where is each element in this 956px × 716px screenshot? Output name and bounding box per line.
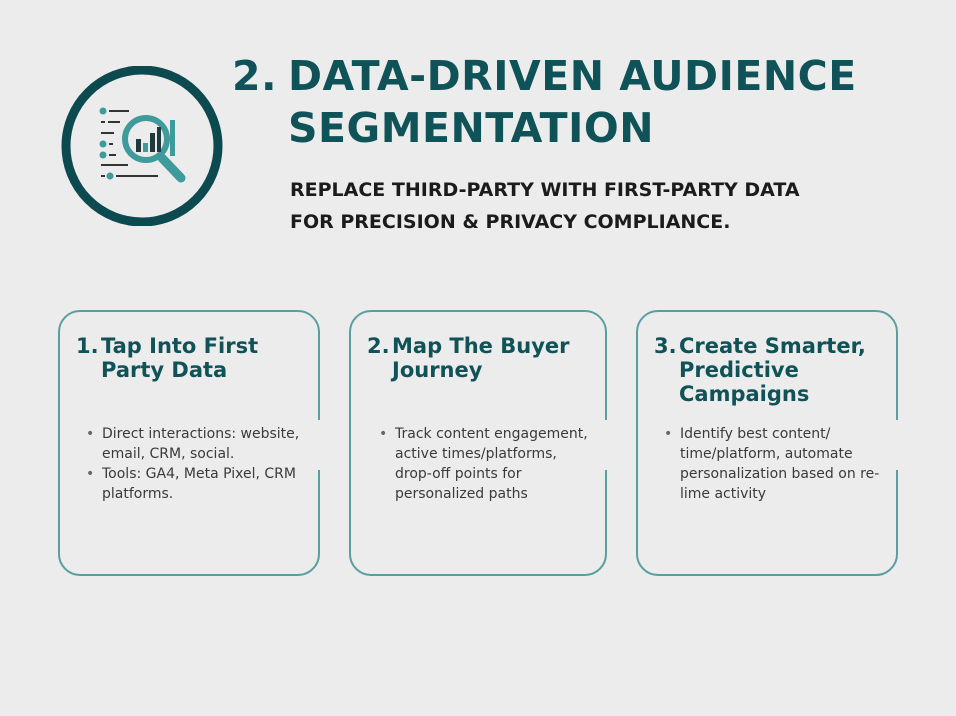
card-first-party-data: 1.Tap Into First Party Data Direct inter… — [58, 310, 321, 576]
bullet-item: Tools: GA4, Meta Pixel, CRM platforms. — [86, 464, 310, 504]
subtitle-line-1: REPLACE THIRD-PARTY WITH FIRST-PARTY DAT… — [290, 179, 800, 201]
card-predictive-campaigns: 3.Create Smarter, Predictive Campaigns I… — [636, 310, 899, 576]
card-title-text: Map The Buyer Journey — [392, 334, 570, 382]
bullet-item: Identify best content/ time/platform, au… — [664, 424, 888, 504]
subtitle-line-2: FOR PRECISION & PRIVACY COMPLIANCE. — [290, 211, 731, 233]
card-title: 1.Tap Into First Party Data — [76, 334, 308, 382]
card-number: 2. — [367, 334, 390, 358]
section-number: 2. — [232, 52, 278, 100]
title-line-1: DATA-DRIVEN AUDIENCE — [288, 52, 857, 100]
bullet-item: Direct interactions: website, email, CRM… — [86, 424, 310, 464]
bullet-item: Track content engagement, active times/p… — [379, 424, 597, 504]
card-buyer-journey: 2.Map The Buyer Journey Track content en… — [349, 310, 608, 576]
card-title-text: Tap Into First Party Data — [101, 334, 259, 382]
page-title: 2.DATA-DRIVEN AUDIENCE SEGMENTATION — [232, 50, 857, 154]
subtitle: REPLACE THIRD-PARTY WITH FIRST-PARTY DAT… — [290, 174, 800, 238]
card-title: 2.Map The Buyer Journey — [367, 334, 595, 382]
card-title-text: Create Smarter, Predictive Campaigns — [679, 334, 866, 406]
card-number: 3. — [654, 334, 677, 358]
analytics-magnifier-icon — [58, 65, 226, 227]
title-line-2: SEGMENTATION — [288, 104, 655, 152]
card-title: 3.Create Smarter, Predictive Campaigns — [654, 334, 886, 406]
card-number: 1. — [76, 334, 99, 358]
